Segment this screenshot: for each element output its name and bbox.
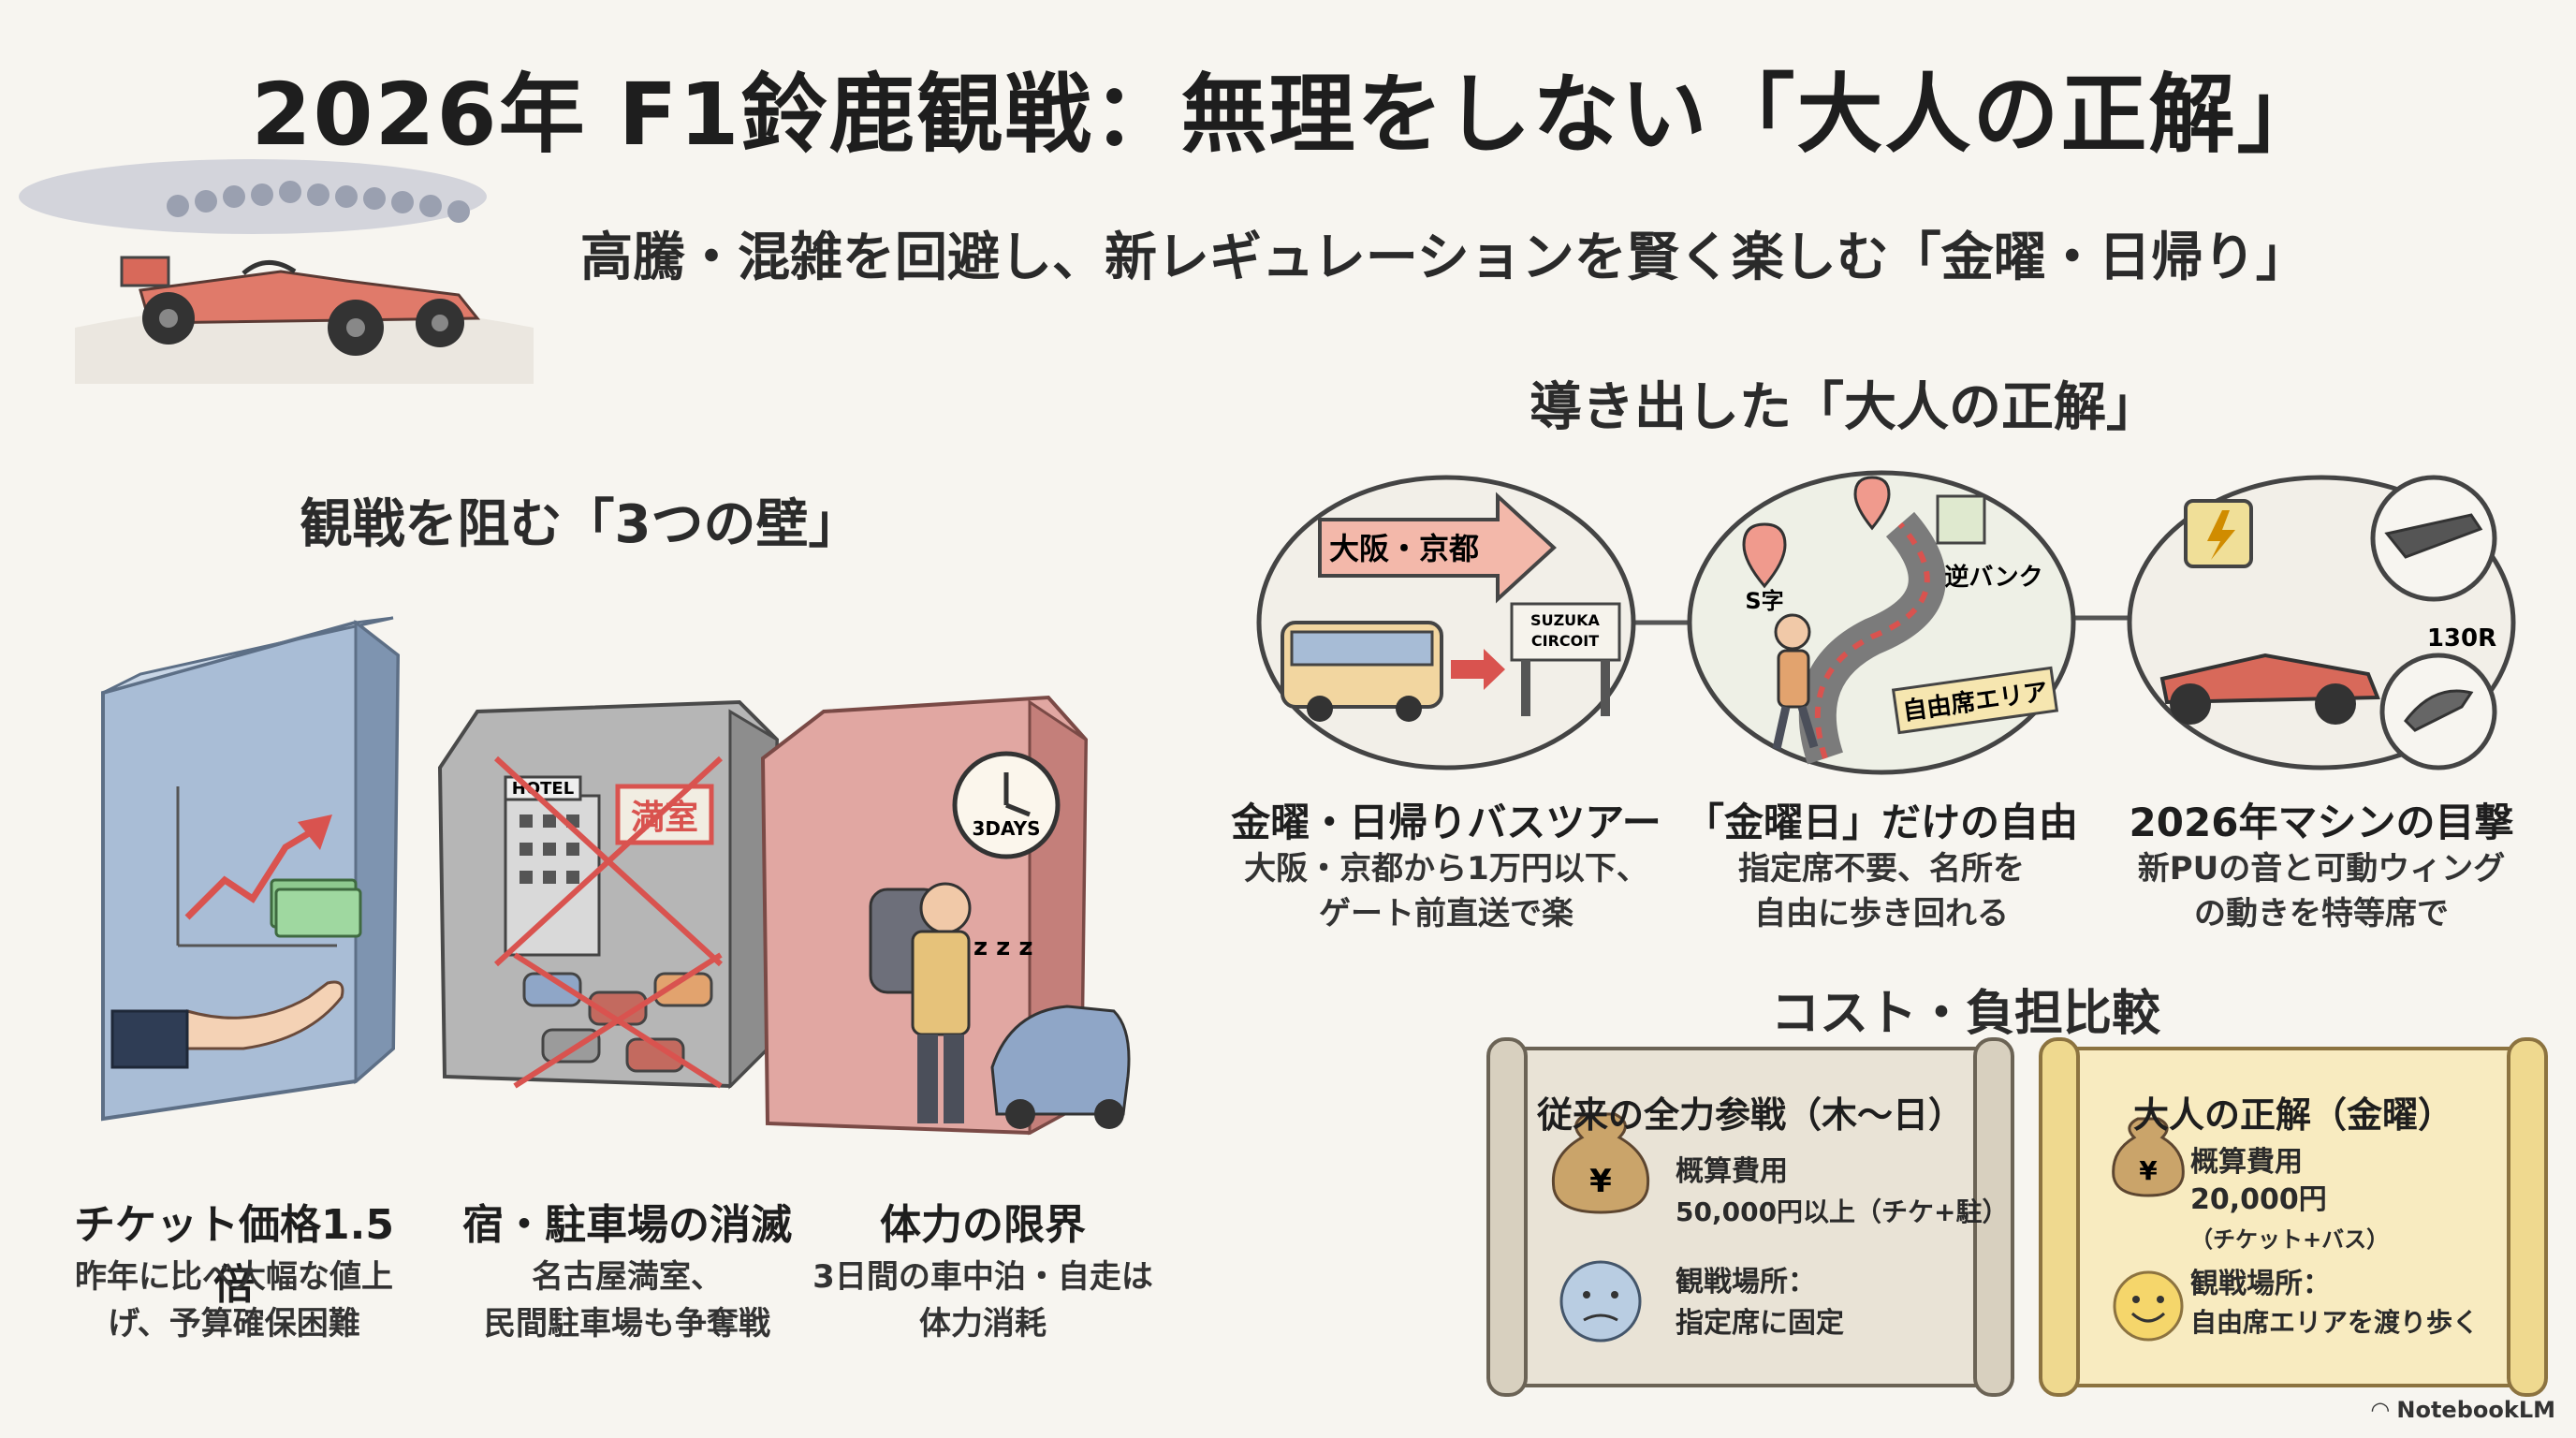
conventional-cost-label: 概算費用	[1676, 1155, 1788, 1188]
solution-machine-desc-1: 新PUの音と可動ウィング	[2137, 850, 2506, 888]
solution-friday-desc-2: 自由に歩き回れる	[1754, 895, 2009, 932]
adult-answer-cost-value: 20,000円	[2190, 1183, 2327, 1216]
solution-walk-illustration: S字 逆バンク 自由席エリア	[1687, 470, 2076, 775]
scroll-conventional: ¥	[1486, 1037, 2014, 1397]
adult-answer-place-value: 自由席エリアを渡り歩く	[2190, 1307, 2480, 1338]
conventional-title: 従来の全力参戦（木〜日）	[1536, 1094, 1964, 1136]
adult-answer-title: 大人の正解（金曜）	[2132, 1094, 2453, 1136]
wall-fatigue-illustration: 3DAYS z z z	[760, 695, 1131, 1136]
notebooklm-brand: ◠ NotebookLM	[2372, 1397, 2555, 1423]
wall-lodging-desc-1: 名古屋満室、	[532, 1258, 723, 1296]
wall-stamina-label: 体力の限界	[880, 1201, 1086, 1249]
scroll-adult-answer: ¥	[2039, 1037, 2548, 1397]
adult-answer-place-label: 観戦場所：	[2190, 1268, 2331, 1300]
solution-machine-illustration: 130R	[2127, 475, 2516, 770]
conventional-cost-value: 50,000円以上（チケ+駐）	[1676, 1196, 2009, 1227]
conventional-place-value: 指定席に固定	[1676, 1307, 1844, 1340]
wall-stamina-desc-1: 3日間の車中泊・自走は	[812, 1258, 1153, 1296]
gate-text-2: CIRCOIT	[1531, 632, 1599, 650]
brand-text: NotebookLM	[2396, 1397, 2555, 1423]
solutions-heading: 導き出した「大人の正解」	[1530, 377, 2159, 438]
solution-bus-desc-2: ゲート前直送で楽	[1319, 895, 1573, 932]
wall-lodging-desc-2: 民間駐車場も争奪戦	[484, 1305, 770, 1343]
adult-answer-cost-label: 概算費用	[2190, 1146, 2303, 1179]
header-f1-illustration	[19, 159, 534, 384]
corner-130r-label: 130R	[2427, 624, 2496, 653]
solution-friday-desc-1: 指定席不要、名所を	[1738, 850, 2025, 888]
solution-machine-desc-2: の動きを特等席で	[2194, 895, 2449, 932]
gate-text-1: SUZUKA	[1530, 611, 1601, 629]
walls-heading: 観戦を阻む「3つの壁」	[300, 494, 861, 555]
clock-text: 3DAYS	[973, 817, 1041, 840]
subtitle: 高騰・混雑を回避し、新レギュレーションを賢く楽しむ「金曜・日帰り」	[580, 227, 2308, 288]
svg-text:¥: ¥	[2139, 1155, 2158, 1186]
map-pin-s-curve: S字	[1745, 588, 1783, 614]
comparison-heading: コスト・負担比較	[1770, 986, 2160, 1042]
solution-bus-label: 金曜・日帰りバスツアー	[1231, 800, 1661, 845]
page-title: 2026年 F1鈴鹿観戦：無理をしない「大人の正解」	[251, 65, 2325, 165]
adult-answer-cost-note: （チケット+バス）	[2190, 1226, 2390, 1253]
solution-machine-label: 2026年マシンの目撃	[2129, 800, 2514, 845]
conventional-place-label: 観戦場所：	[1676, 1266, 1816, 1299]
zzz-text: z z z	[973, 933, 1033, 961]
wall-price-illustration	[101, 616, 401, 1122]
solution-friday-label: 「金曜日」だけの自由	[1684, 800, 2078, 845]
svg-text:¥: ¥	[1589, 1163, 1612, 1200]
route-arrow-text: 大阪・京都	[1329, 531, 1479, 566]
solution-bus-illustration: 大阪・京都 SUZUKA CIRCOIT	[1256, 475, 1636, 770]
map-pin-reverse-bank: 逆バンク	[1944, 563, 2042, 592]
wall-stamina-desc-2: 体力消耗	[919, 1305, 1046, 1343]
wall-lodging-label: 宿・駐車場の消滅	[462, 1201, 792, 1249]
wall-price-desc-2: げ、予算確保困難	[108, 1305, 360, 1343]
notebooklm-logo-icon: ◠	[2371, 1397, 2397, 1423]
wall-price-label: チケット価格1.5倍	[74, 1201, 394, 1309]
solution-bus-desc-1: 大阪・京都から1万円以下、	[1244, 850, 1648, 888]
wall-price-desc-1: 昨年に比べ大幅な値上	[75, 1258, 393, 1296]
